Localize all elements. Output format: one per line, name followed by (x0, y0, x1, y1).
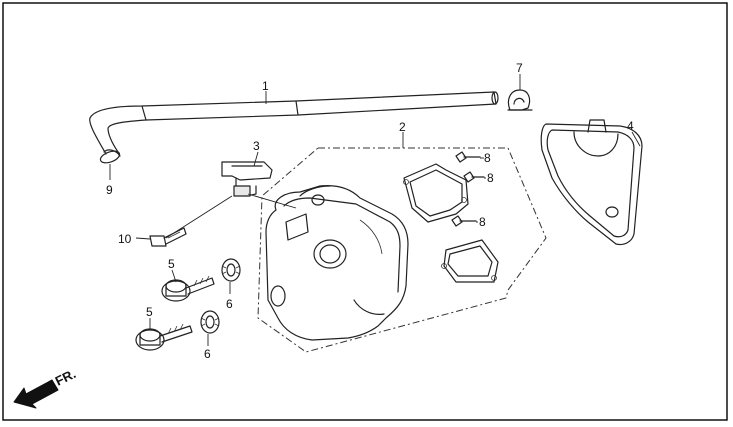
part-1-breather-hose[interactable] (89, 91, 499, 155)
callout-3: 3 (253, 139, 260, 153)
part-6-grommet-upper[interactable] (221, 258, 241, 282)
part-8-bolt-b[interactable] (463, 171, 485, 183)
callout-7: 7 (516, 61, 523, 75)
part-7-clip[interactable] (507, 89, 533, 111)
part-8-bolt-c[interactable] (451, 215, 477, 227)
callout-5-upper: 5 (168, 257, 175, 271)
callout-4: 4 (627, 119, 634, 133)
callout-6-upper: 6 (226, 297, 233, 311)
leader-lines (109, 74, 641, 346)
diagram-border (2, 2, 728, 421)
callout-5-lower: 5 (146, 305, 153, 319)
callout-8-c: 8 (479, 215, 486, 229)
part-9-hose-clamp[interactable] (99, 149, 121, 165)
cover-plate-upper (403, 163, 469, 223)
front-direction-label: FR. (53, 366, 78, 389)
part-8-bolt-a[interactable] (455, 151, 481, 163)
part-5-bolt-upper[interactable] (161, 275, 215, 302)
callout-6-lower: 6 (204, 347, 211, 361)
callout-2: 2 (399, 120, 406, 134)
callout-8-a: 8 (484, 151, 491, 165)
part-4-gasket[interactable] (540, 119, 643, 246)
callout-9: 9 (106, 183, 113, 197)
callout-1: 1 (262, 79, 269, 93)
part-6-grommet-lower[interactable] (200, 310, 220, 334)
part-2-cylinder-head-cover[interactable] (265, 185, 409, 341)
assembly-group-outline (257, 147, 547, 353)
cover-plate-lower (441, 239, 499, 283)
bracket-tab (233, 185, 251, 197)
part-5-bolt-lower[interactable] (135, 323, 193, 351)
callout-10: 10 (118, 232, 132, 246)
callout-8-b: 8 (487, 171, 494, 185)
front-direction-arrow-icon (13, 379, 59, 409)
part-3-bracket[interactable] (221, 161, 273, 197)
